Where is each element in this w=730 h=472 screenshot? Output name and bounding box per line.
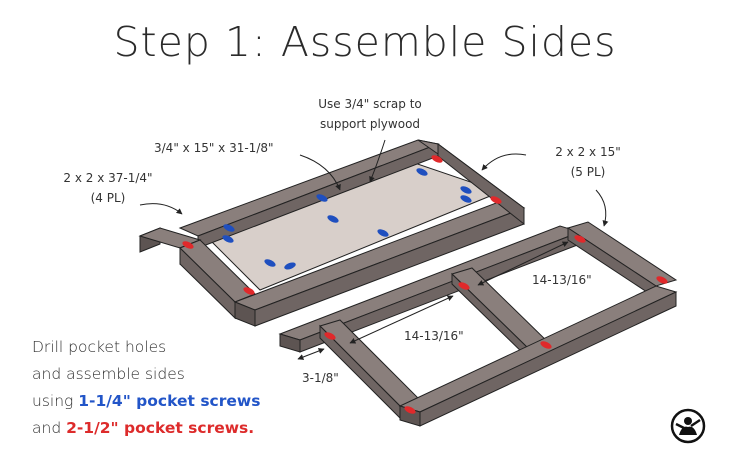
instruction-line-3: using 1-1/4" pocket screws <box>32 388 260 415</box>
instruction-line-3-prefix: using <box>32 392 79 410</box>
instruction-line-4-prefix: and <box>32 419 67 437</box>
instruction-line-1: Drill pocket holes <box>32 338 167 356</box>
offset-label: 3-1/8" <box>302 371 339 385</box>
instructions: Drill pocket holes and assemble sides us… <box>32 334 260 442</box>
instruction-line-4: and 2-1/2" pocket screws. <box>32 415 260 442</box>
scrap-note-line2: support plywood <box>319 117 421 131</box>
red-screws-left <box>182 155 502 295</box>
red-screw-spec: 2-1/2" pocket screws. <box>66 419 255 437</box>
long-leg-size: 2 x 2 x 37-1/4" <box>63 171 153 185</box>
instruction-line-2: and assemble sides <box>32 365 185 383</box>
blue-screw-spec: 1-1/4" pocket screws <box>78 392 261 410</box>
short-rail-label: 2 x 2 x 15" (5 PL) <box>548 142 628 182</box>
blue-screws <box>222 168 472 270</box>
left-side-frame <box>138 139 526 327</box>
scrap-note: Use 3/4" scrap to support plywood <box>305 94 435 134</box>
spacing-label-upper: 14-13/16" <box>532 273 592 287</box>
woodworker-logo-icon <box>670 408 706 444</box>
front-rail-right <box>398 285 678 413</box>
spacing-label-lower: 14-13/16" <box>404 329 464 343</box>
scrap-note-line1: Use 3/4" scrap to <box>318 97 422 111</box>
page-title: Step 1: Assemble Sides <box>113 18 617 66</box>
long-leg-count: (4 PL) <box>90 191 126 205</box>
short-rail-count: (5 PL) <box>570 165 606 179</box>
leader-arrows <box>139 139 609 360</box>
short-rail-size: 2 x 2 x 15" <box>555 145 621 159</box>
plywood-dimension-label: 3/4" x 15" x 31-1/8" <box>154 141 274 155</box>
long-leg-label: 2 x 2 x 37-1/4" (4 PL) <box>56 168 160 208</box>
red-screws-right <box>324 235 668 414</box>
